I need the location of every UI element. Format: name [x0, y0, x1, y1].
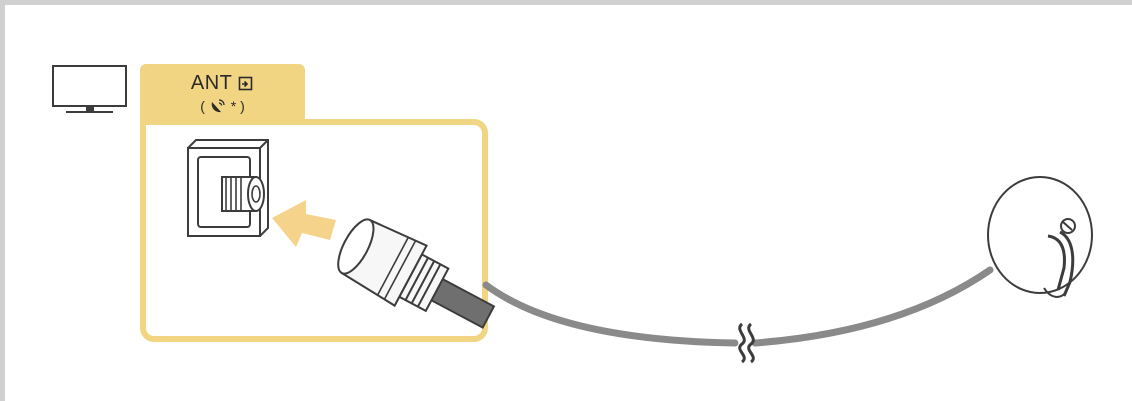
port-in-icon	[238, 76, 253, 91]
cable-break-icon	[738, 322, 755, 364]
port-sub-open: (	[200, 98, 205, 114]
coax-cable	[482, 281, 739, 347]
coax-connector-icon	[337, 218, 496, 329]
port-name-row: ANT	[140, 72, 305, 95]
coax-cable-dish-side	[751, 266, 994, 347]
satellite-dish-icon	[987, 176, 1093, 298]
port-sub-star: *	[230, 98, 237, 114]
port-name: ANT	[190, 72, 233, 94]
tv-icon	[52, 65, 127, 113]
satellite-icon	[211, 99, 225, 113]
coax-wall-socket-icon	[187, 139, 269, 237]
insert-arrow-icon	[272, 200, 336, 247]
port-sub-close: )	[240, 98, 245, 114]
port-sub-row: ( * )	[140, 98, 305, 115]
port-label-tab: ANT ( * )	[140, 64, 305, 124]
